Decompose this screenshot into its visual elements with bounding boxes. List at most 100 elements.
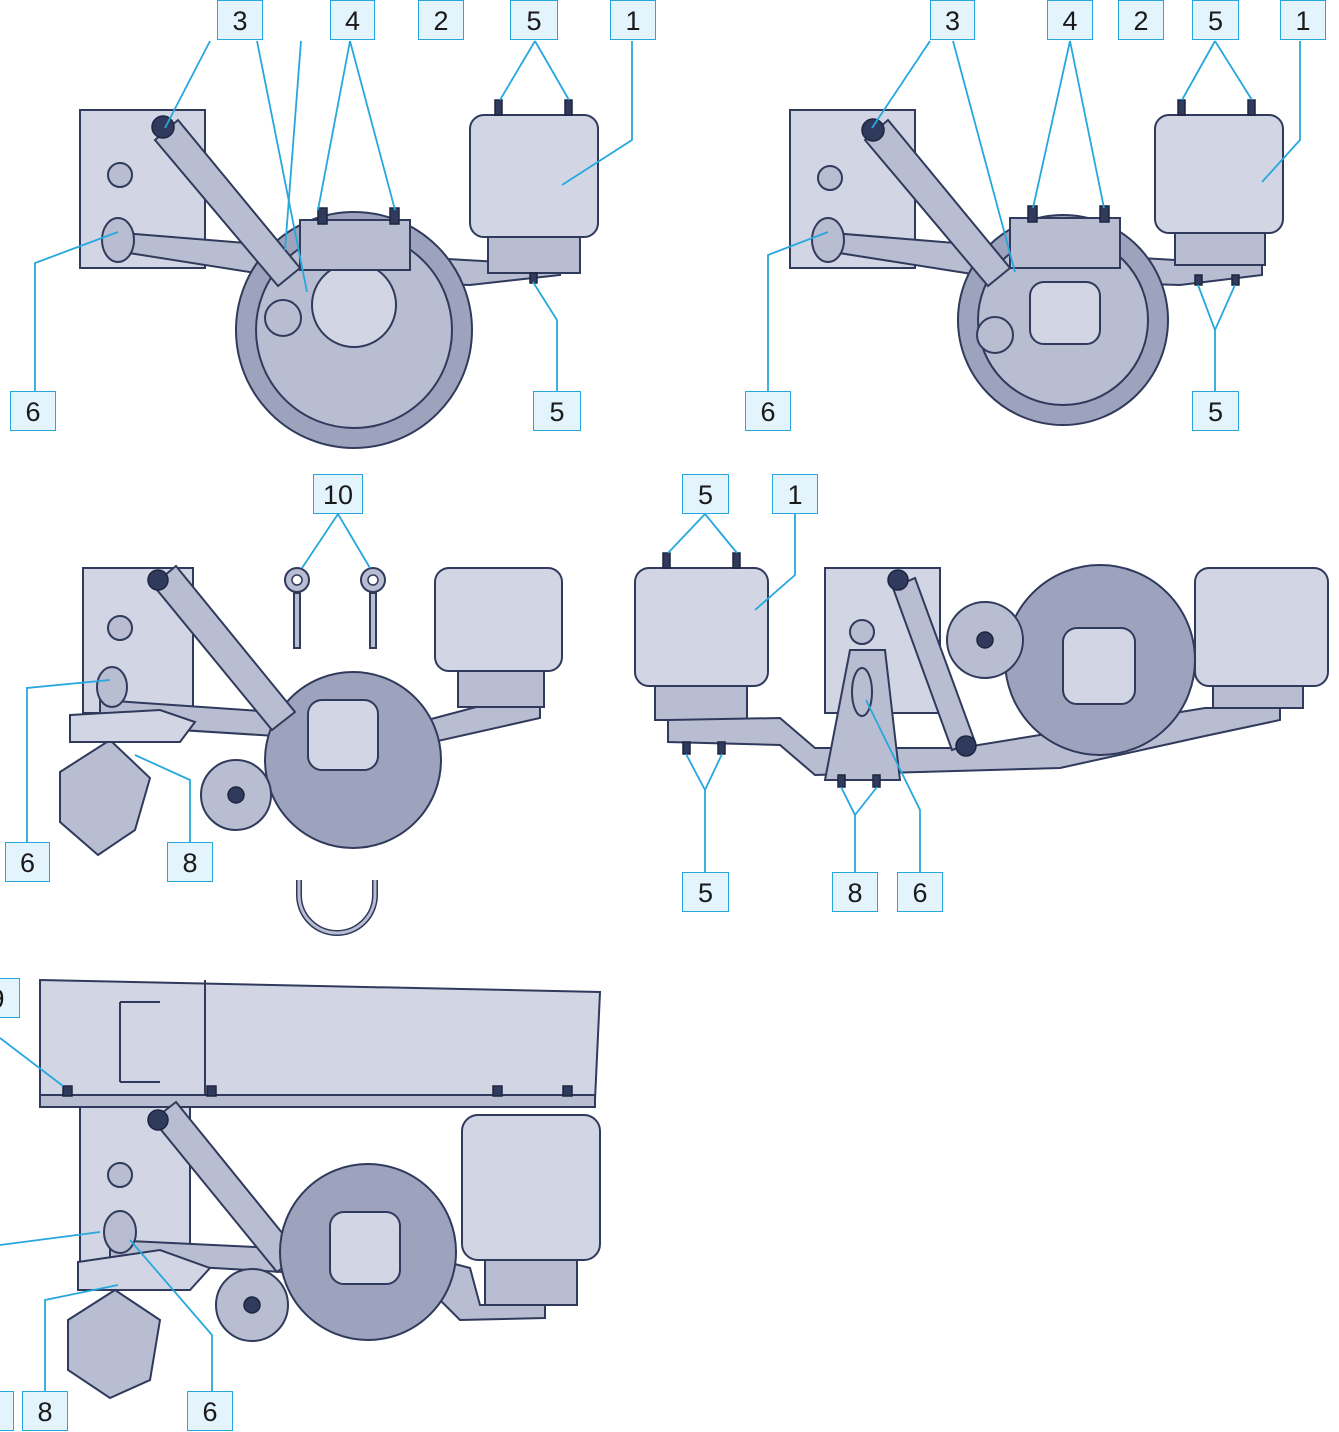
callout-mounting-bolts: 5 <box>1192 0 1239 40</box>
bolt-top-left <box>1177 99 1186 116</box>
callout-pivot-bushing: 6 <box>745 391 791 431</box>
bolt-bottom-right <box>717 741 726 755</box>
leader-line <box>44 1284 119 1391</box>
leader-line <box>1197 284 1236 391</box>
callout-pivot-bushing: 6 <box>897 872 943 912</box>
callout-air-spring: 1 <box>1280 0 1326 40</box>
leader-line <box>1032 40 1105 209</box>
slack-adjuster <box>264 299 302 337</box>
leader-line <box>952 40 1016 273</box>
u-bolt-left <box>1027 205 1038 223</box>
leader-line <box>301 513 371 569</box>
shock-upper-eye <box>147 1109 169 1131</box>
air-spring-piston <box>487 236 581 274</box>
callout-mounting-bolts: 5 <box>1192 391 1239 431</box>
leader-line <box>134 754 191 842</box>
frame-bolt-4 <box>562 1085 573 1097</box>
u-bolt-right <box>389 207 400 225</box>
leader-line <box>499 40 570 101</box>
leader-line <box>1181 40 1253 101</box>
leader-line <box>840 786 878 872</box>
leader-line <box>1261 41 1301 183</box>
axle-tube <box>311 262 397 348</box>
air-spring-bellow-left <box>634 567 769 687</box>
shock-upper-eye <box>887 569 909 591</box>
air-spring-bellow <box>461 1114 601 1261</box>
callout-axle-clamp: 4 <box>1047 0 1093 40</box>
shock-absorber <box>151 564 297 732</box>
callout-mounting-bolts: 5 <box>510 0 558 40</box>
bolt-bottom-right <box>1231 274 1240 286</box>
eye-bolt-right <box>360 567 386 649</box>
shock-upper-eye <box>151 115 175 139</box>
callout-mounting-bolts: 5 <box>533 391 581 431</box>
pivot-bushing-a <box>101 217 135 263</box>
bolt-top-right <box>1247 99 1256 116</box>
bolt-bottom <box>529 272 538 284</box>
air-spring-bellow <box>1154 114 1284 234</box>
air-spring-bellow <box>469 114 599 238</box>
brake-bracket-plate <box>69 708 197 743</box>
mounting-plate <box>119 1001 160 1083</box>
callout-bracket: 2 <box>418 0 464 40</box>
air-spring-piston <box>1174 232 1266 266</box>
square-axle <box>307 699 379 771</box>
leader-line <box>164 40 211 129</box>
bolt-top-left <box>494 99 503 116</box>
air-spring-piston-left <box>654 685 748 721</box>
callout-pivot-bushing: 6 <box>187 1391 233 1431</box>
bolt-top-left <box>662 552 671 569</box>
leader-line <box>685 753 723 872</box>
leader-line <box>754 514 796 611</box>
bracket-bolt-left <box>837 774 846 788</box>
bolt-bottom-left <box>682 741 691 755</box>
brake-actuator-hub <box>976 631 994 649</box>
view-d-overslung-suspension <box>634 513 1329 872</box>
leader-line <box>34 231 119 391</box>
bracket-bolt-right <box>872 774 881 788</box>
callout-part-9: 9 <box>0 978 20 1018</box>
bracket-logo-icon <box>107 1162 133 1188</box>
callout-pivot-bushing: 6 <box>10 391 56 431</box>
callout-eye-bolt: 10 <box>313 474 363 514</box>
leader-line <box>256 40 308 293</box>
leader-line <box>129 1239 213 1391</box>
shock-upper-eye <box>861 118 885 142</box>
air-spring-piston-right <box>1212 685 1304 709</box>
callout-air-spring: 1 <box>772 474 818 514</box>
view-a-drum-brake-suspension <box>34 40 633 449</box>
frame-bolt-3 <box>492 1085 503 1097</box>
callout-mounting-bolts: 5 <box>682 474 729 514</box>
bolt-bottom-left <box>1194 274 1203 286</box>
pivot-bushing-d <box>851 667 873 717</box>
eye-bolt-left <box>284 567 310 649</box>
leader-line <box>0 1037 64 1087</box>
callout-mounting-bolts: 5 <box>682 872 729 912</box>
callout-pivot-bushing: 6 <box>5 842 50 882</box>
view-e-mounted-suspension <box>0 978 602 1400</box>
axle-seat <box>1009 217 1121 269</box>
u-bolt <box>296 880 378 936</box>
leader-line <box>0 1231 101 1246</box>
air-spring-bellow <box>434 567 563 672</box>
leader-line <box>871 40 931 129</box>
bracket-logo-icon <box>107 162 133 188</box>
pivot-bushing-e <box>103 1210 137 1254</box>
view-b-disc-brake-suspension <box>767 40 1301 426</box>
shock-lower-eye <box>955 735 977 757</box>
air-spring-piston <box>457 670 545 708</box>
frame-bolt-1 <box>62 1085 73 1097</box>
bolt-top-right <box>564 99 573 116</box>
callout-brake-chamber: 8 <box>832 872 878 912</box>
air-spring-bellow-right <box>1194 567 1329 687</box>
callout-brake-chamber: 8 <box>167 842 213 882</box>
frame-bolt-2 <box>206 1085 217 1097</box>
callout-brake-chamber: 8 <box>22 1391 68 1431</box>
shock-upper-eye <box>147 569 169 591</box>
bracket-logo-icon <box>107 615 133 641</box>
leader-line <box>667 513 738 554</box>
air-spring-piston <box>484 1259 578 1306</box>
leader-line <box>317 40 396 211</box>
brake-bracket-plate <box>77 1248 212 1291</box>
